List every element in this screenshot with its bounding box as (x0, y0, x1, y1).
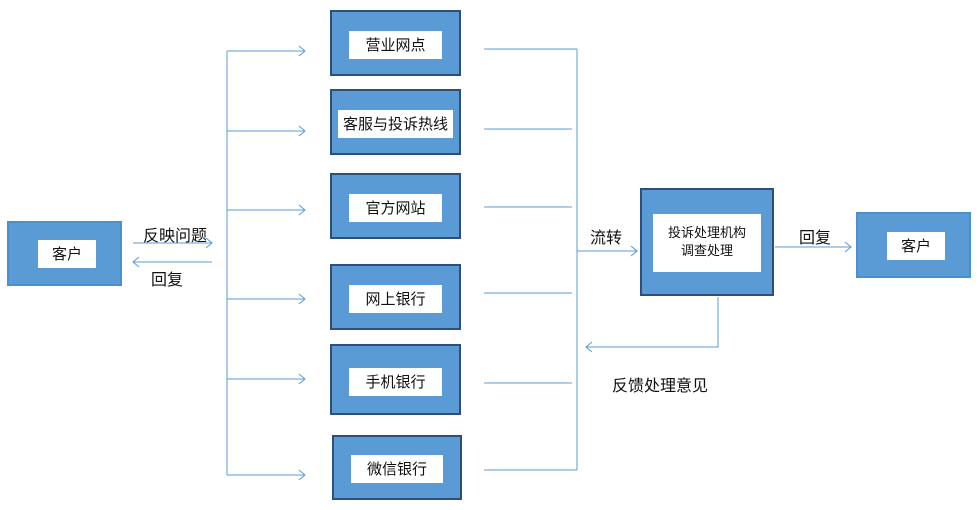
label-feedback: 反馈处理意见 (612, 376, 709, 395)
channel-label-online-banking: 网上银行 (349, 285, 442, 313)
channel-box-website: 官方网站 (330, 173, 461, 239)
label-reply-right: 回复 (799, 228, 832, 247)
complaint-center-line1: 投诉处理机构 (667, 225, 746, 241)
label-report: 反映问题 (143, 226, 208, 245)
channel-label-branch: 营业网点 (349, 31, 442, 59)
channel-box-branch: 营业网点 (330, 10, 461, 76)
channel-box-wechat-banking: 微信银行 (332, 435, 462, 500)
channel-label-hotline: 客服与投诉热线 (338, 110, 453, 138)
channel-label-wechat-banking: 微信银行 (351, 455, 443, 483)
channel-box-hotline: 客服与投诉热线 (330, 89, 461, 155)
complaint-center-line2: 调查处理 (680, 244, 733, 259)
customer-box-left: 客户 (7, 221, 122, 286)
channel-box-online-banking: 网上银行 (330, 264, 461, 330)
customer-label-right: 客户 (887, 232, 945, 260)
channel-label-mobile-banking: 手机银行 (349, 368, 442, 396)
customer-label-left: 客户 (38, 240, 96, 268)
complaint-center-box: 投诉处理机构 调查处理 (640, 188, 774, 296)
channel-box-mobile-banking: 手机银行 (330, 344, 461, 415)
channel-label-website: 官方网站 (349, 194, 442, 222)
label-transfer: 流转 (590, 228, 623, 247)
complaint-center-label: 投诉处理机构 调查处理 (653, 214, 761, 272)
label-reply-left: 回复 (151, 270, 184, 289)
customer-box-right: 客户 (856, 212, 971, 278)
